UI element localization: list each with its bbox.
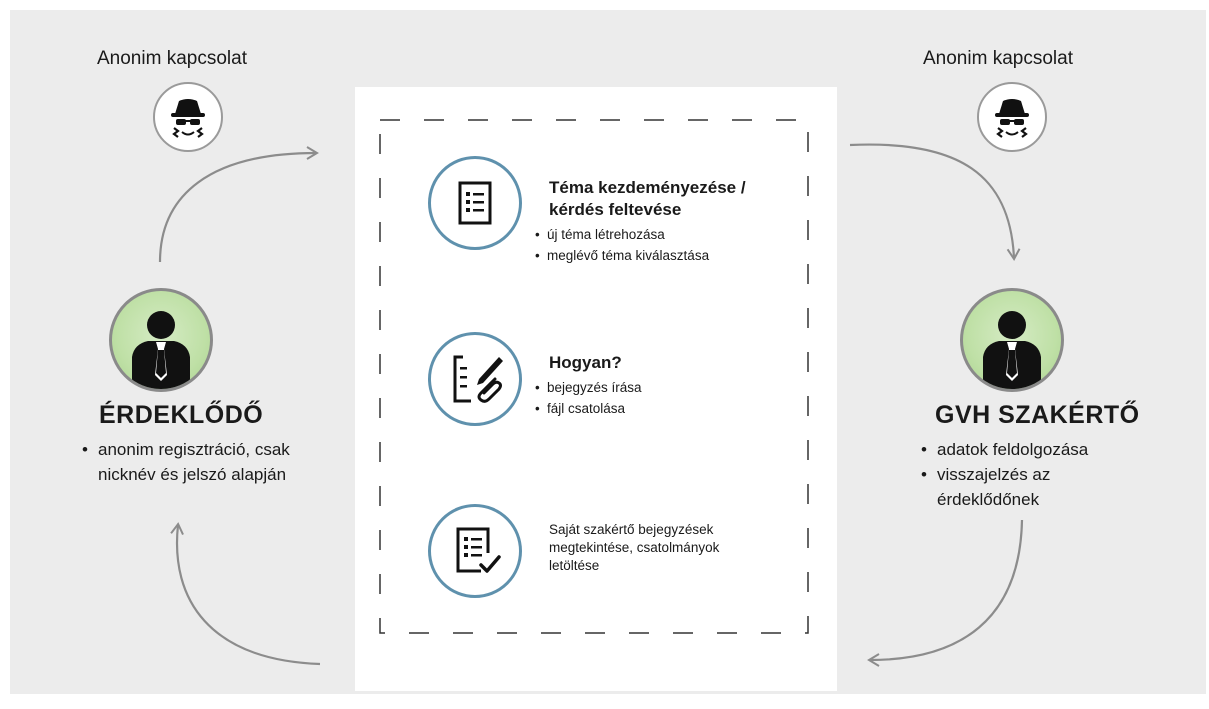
step1-list: új téma létrehozása meglévő téma kiválas… xyxy=(535,224,795,266)
visitor-bullets: anonim regisztráció, csak nicknév és jel… xyxy=(82,437,322,487)
step3-text-line1: Saját szakértő bejegyzések xyxy=(549,522,714,537)
step1-item: meglévő téma kiválasztása xyxy=(535,245,795,266)
dashed-frame xyxy=(379,119,809,634)
step2-title: Hogyan? xyxy=(549,353,622,372)
step2-item: fájl csatolása xyxy=(535,398,735,419)
expert-bullet-item: adatok feldolgozása xyxy=(921,437,1121,462)
step1-title: Téma kezdeményezése / kérdés feltevése xyxy=(549,177,746,221)
step3-text: Saját szakértő bejegyzések megtekintése,… xyxy=(549,521,719,575)
step3-text-line3: letöltése xyxy=(549,558,600,573)
visitor-title: ÉRDEKLŐDŐ xyxy=(99,401,264,429)
expert-bullets: adatok feldolgozása visszajelzés az érde… xyxy=(921,437,1121,512)
left-anon-label: Anonim kapcsolat xyxy=(97,48,247,69)
spy-icon xyxy=(977,82,1047,152)
spy-icon xyxy=(153,82,223,152)
expert-avatar xyxy=(960,288,1064,392)
arrow-left-back xyxy=(170,522,321,666)
arrow-right-down xyxy=(849,143,1021,261)
step1-title-line1: Téma kezdeményezése / xyxy=(549,178,746,197)
arrow-left-up xyxy=(158,146,319,263)
edit-attach-icon xyxy=(428,332,522,426)
list-document-icon xyxy=(428,156,522,250)
right-anon-label: Anonim kapcsolat xyxy=(923,48,1073,69)
step2-list: bejegyzés írása fájl csatolása xyxy=(535,377,735,419)
checklist-document-icon xyxy=(428,504,522,598)
step1-title-line2: kérdés feltevése xyxy=(549,200,682,219)
person-icon xyxy=(983,311,1041,389)
step3-text-line2: megtekintése, csatolmányok xyxy=(549,540,720,555)
person-icon xyxy=(132,311,190,389)
step1-item: új téma létrehozása xyxy=(535,224,795,245)
expert-title: GVH SZAKÉRTŐ xyxy=(935,401,1140,429)
expert-bullet-item: visszajelzés az érdeklődőnek xyxy=(921,462,1121,512)
arrow-right-back xyxy=(867,519,1024,667)
visitor-avatar xyxy=(109,288,213,392)
step2-item: bejegyzés írása xyxy=(535,377,735,398)
visitor-bullet-item: anonim regisztráció, csak nicknév és jel… xyxy=(82,437,322,487)
